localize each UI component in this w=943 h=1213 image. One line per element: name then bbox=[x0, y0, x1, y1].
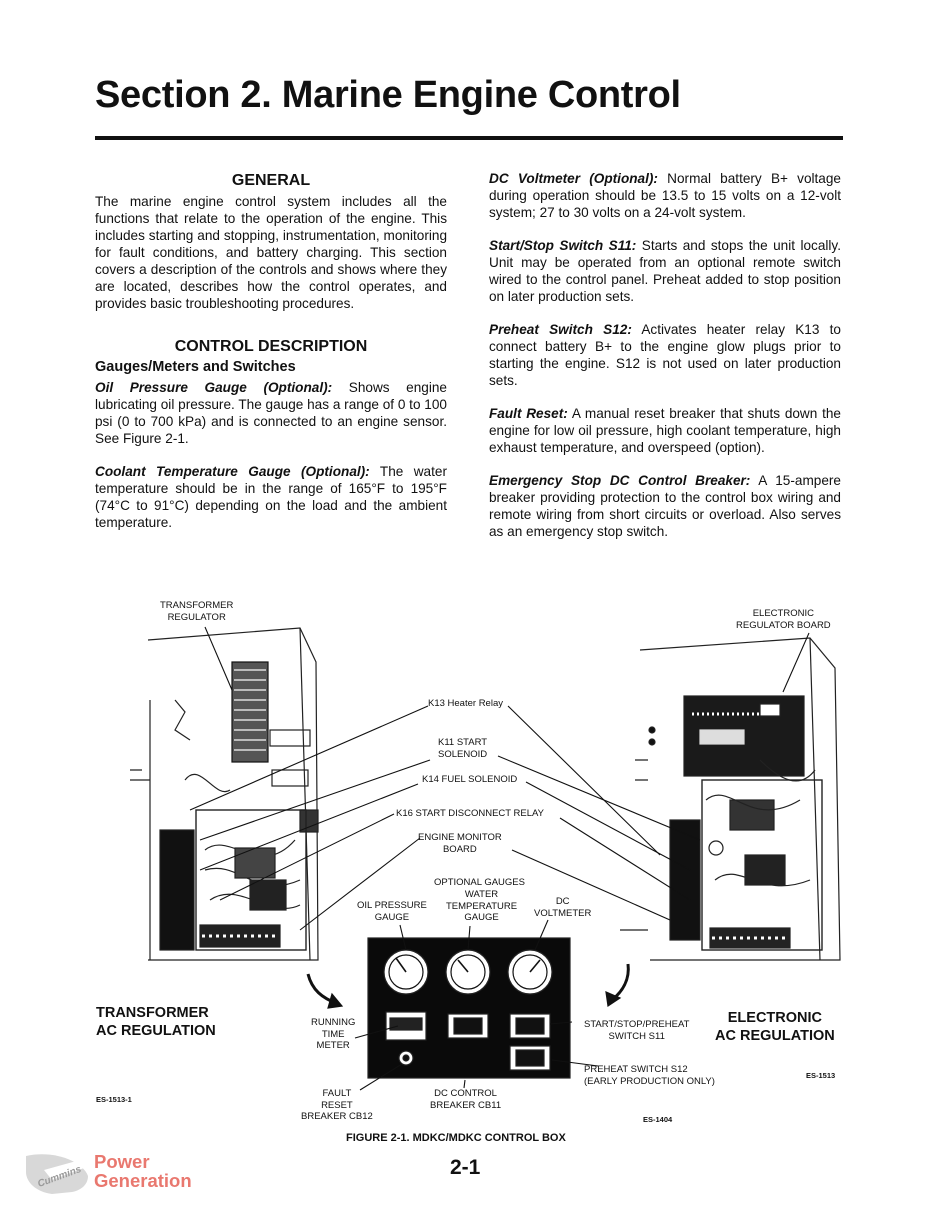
label-k14-fuel-solenoid: K14 FUEL SOLENOID bbox=[422, 774, 518, 785]
coolant-paragraph: Coolant Temperature Gauge (Optional): Th… bbox=[95, 463, 447, 531]
emergency-stop-text: A 15-ampere breaker providing protection… bbox=[489, 473, 841, 539]
power-generation-logo-text: Power Generation bbox=[94, 1151, 192, 1191]
figure-code-left: ES-1513-1 bbox=[96, 1095, 132, 1104]
preheat-paragraph: Preheat Switch S12: Activates heater rel… bbox=[489, 321, 841, 389]
right-control-box-drawing bbox=[620, 637, 841, 961]
label-optional-gauges: OPTIONAL GAUGES bbox=[434, 877, 525, 888]
figure-caption: FIGURE 2-1. MDKC/MDKC CONTROL BOX bbox=[346, 1132, 566, 1144]
emergency-stop-lead: Emergency Stop DC Control Breaker: bbox=[489, 473, 751, 488]
figure-code-center: ES-1404 bbox=[643, 1115, 673, 1124]
gauge-panel-drawing bbox=[367, 937, 571, 1079]
dc-voltmeter-paragraph: DC Voltmeter (Optional): Normal battery … bbox=[489, 170, 841, 221]
label-engine-monitor-board: ENGINE MONITOR BOARD bbox=[418, 832, 502, 855]
fault-reset-text: A manual reset breaker that shuts down t… bbox=[489, 406, 841, 455]
start-stop-text: Starts and stops the unit locally. Unit … bbox=[489, 238, 841, 304]
figure-code-right: ES-1513 bbox=[806, 1071, 836, 1080]
right-column: DC Voltmeter (Optional): Normal battery … bbox=[489, 170, 841, 556]
label-electronic-ac-regulation: ELECTRONIC AC REGULATION bbox=[715, 1010, 835, 1044]
label-preheat-switch-s12: PREHEAT SWITCH S12 (EARLY PRODUCTION ONL… bbox=[584, 1064, 715, 1087]
title-rule bbox=[95, 136, 843, 140]
emergency-stop-paragraph: Emergency Stop DC Control Breaker: A 15-… bbox=[489, 472, 841, 540]
label-dc-voltmeter: DC VOLTMETER bbox=[534, 896, 592, 919]
label-dc-control-breaker: DC CONTROL BREAKER CB11 bbox=[430, 1088, 502, 1111]
label-transformer-regulator: TRANSFORMER REGULATOR bbox=[160, 600, 234, 623]
coolant-text: The water temperature should be in the r… bbox=[95, 464, 447, 530]
label-running-time-meter: RUNNING TIME METER bbox=[311, 1017, 356, 1051]
label-fault-reset-breaker: FAULT RESET BREAKER CB12 bbox=[301, 1088, 373, 1122]
general-paragraph: The marine engine control system include… bbox=[95, 194, 447, 311]
label-k13-heater-relay: K13 Heater Relay bbox=[428, 698, 503, 709]
label-water-temperature-gauge: WATER TEMPERATURE GAUGE bbox=[446, 889, 518, 923]
label-start-stop-preheat-switch: START/STOP/PREHEAT SWITCH S11 bbox=[584, 1019, 690, 1042]
general-heading: GENERAL bbox=[231, 172, 311, 189]
label-k16-start-disconnect-relay: K16 START DISCONNECT RELAY bbox=[396, 808, 544, 819]
oil-pressure-paragraph: Oil Pressure Gauge (Optional): Shows eng… bbox=[95, 379, 447, 447]
oil-pressure-lead: Oil Pressure Gauge (Optional): bbox=[95, 380, 333, 395]
coolant-lead: Coolant Temperature Gauge (Optional): bbox=[95, 464, 370, 479]
fault-reset-lead: Fault Reset: bbox=[489, 406, 568, 421]
cummins-logo-icon: Cummins bbox=[26, 1154, 88, 1194]
dc-voltmeter-lead: DC Voltmeter (Optional): bbox=[489, 171, 658, 186]
page-number: 2-1 bbox=[450, 1156, 481, 1179]
left-control-box-drawing bbox=[130, 627, 319, 961]
page-title: Section 2. Marine Engine Control bbox=[95, 74, 681, 116]
leader-lines bbox=[189, 626, 810, 1091]
dc-voltmeter-text: Normal battery B+ voltage during operati… bbox=[489, 171, 841, 220]
gauges-subheading: Gauges/Meters and Switches bbox=[95, 359, 296, 375]
preheat-lead: Preheat Switch S12: bbox=[489, 322, 632, 337]
control-description-heading: CONTROL DESCRIPTION bbox=[174, 338, 368, 355]
label-k11-start-solenoid: K11 START SOLENOID bbox=[438, 737, 488, 760]
oil-pressure-text: Shows engine lubricating oil pressure. T… bbox=[95, 380, 447, 446]
fault-reset-paragraph: Fault Reset: A manual reset breaker that… bbox=[489, 405, 841, 456]
left-column: GENERAL The marine engine control system… bbox=[95, 170, 447, 547]
start-stop-lead: Start/Stop Switch S11: bbox=[489, 238, 637, 253]
label-oil-pressure-gauge: OIL PRESSURE GAUGE bbox=[357, 900, 427, 923]
label-electronic-regulator-board: ELECTRONIC REGULATOR BOARD bbox=[736, 608, 831, 631]
label-transformer-ac-regulation: TRANSFORMER AC REGULATION bbox=[96, 1005, 216, 1039]
start-stop-paragraph: Start/Stop Switch S11: Starts and stops … bbox=[489, 237, 841, 305]
preheat-text: Activates heater relay K13 to connect ba… bbox=[489, 322, 841, 388]
